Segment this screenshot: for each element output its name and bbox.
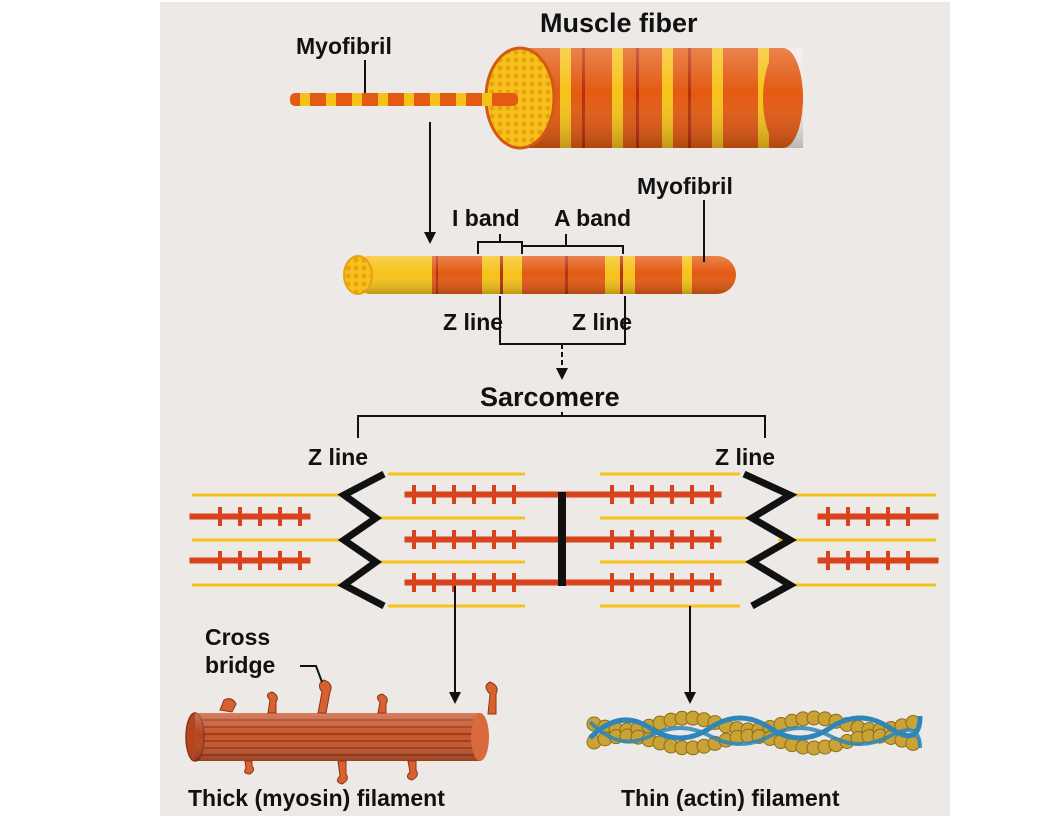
thin-filaments xyxy=(192,472,936,608)
z-line-zigzag-right xyxy=(742,470,798,610)
label-thin-filament: Thin (actin) filament xyxy=(621,785,840,811)
label-muscle-fiber: Muscle fiber xyxy=(540,8,698,38)
arrow-to-thick-filament xyxy=(449,586,461,704)
leader-cross-bridge xyxy=(300,665,323,683)
label-z-line-sarc-left: Z line xyxy=(308,444,368,470)
label-i-band: I band xyxy=(452,205,520,231)
label-a-band: A band xyxy=(554,205,631,231)
label-bridge: bridge xyxy=(205,652,275,678)
label-z-line-left: Z line xyxy=(443,309,503,335)
label-myofibril-mid: Myofibril xyxy=(637,173,733,199)
muscle-fiber-cylinder xyxy=(484,46,803,150)
label-sarcomere: Sarcomere xyxy=(480,382,620,412)
z-line-zigzag-left xyxy=(337,470,386,610)
bracket-a-band xyxy=(521,234,624,254)
label-thick-filament: Thick (myosin) filament xyxy=(188,785,445,811)
thin-filament-illustration xyxy=(586,710,923,756)
label-myofibril-top: Myofibril xyxy=(296,33,392,59)
label-cross: Cross xyxy=(205,624,270,650)
arrow-to-thin-filament xyxy=(684,606,696,704)
myofibril-small xyxy=(290,93,518,106)
label-z-line-right: Z line xyxy=(572,309,632,335)
arrow-to-myofibril xyxy=(424,122,436,244)
label-z-line-sarc-right: Z line xyxy=(715,444,775,470)
m-line xyxy=(558,492,566,586)
arrow-to-sarcomere xyxy=(556,344,568,380)
myofibril-segment xyxy=(343,255,736,295)
bracket-sarcomere xyxy=(357,412,766,438)
thick-filament-illustration xyxy=(185,679,498,785)
